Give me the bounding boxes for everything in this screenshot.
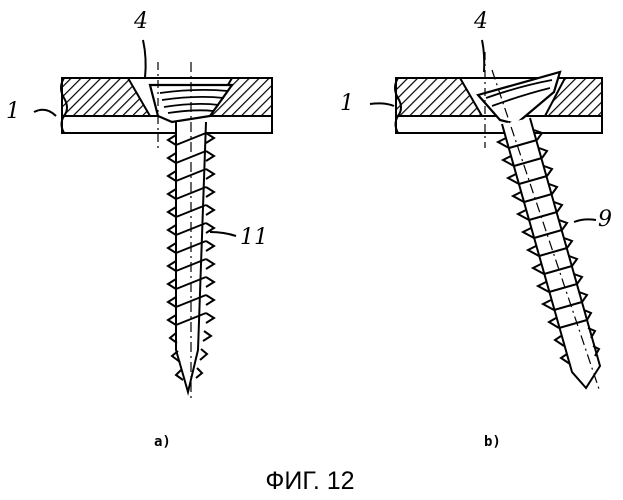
sublabel-a: a): [154, 434, 171, 450]
hole-label-b: 4: [473, 9, 488, 34]
plate-label-b: 1: [340, 91, 354, 116]
figure-caption: ФИГ. 12: [265, 467, 354, 495]
panel-b: 1 4 9 b): [340, 9, 612, 450]
leader-plate-b: [370, 103, 394, 106]
leader-screw-a: [210, 232, 236, 236]
screw-label-a: 11: [240, 225, 268, 250]
leader-hole-a: [143, 40, 146, 78]
screw-label-b: 9: [598, 207, 612, 232]
leader-plate-a: [34, 110, 56, 116]
plate-label-a: 1: [6, 99, 20, 124]
hole-label-a: 4: [133, 9, 148, 34]
leader-hole-b: [482, 40, 484, 72]
sublabel-b: b): [484, 434, 501, 450]
leader-screw-b: [574, 219, 596, 222]
panel-a: 1 4 11 a): [6, 9, 272, 450]
